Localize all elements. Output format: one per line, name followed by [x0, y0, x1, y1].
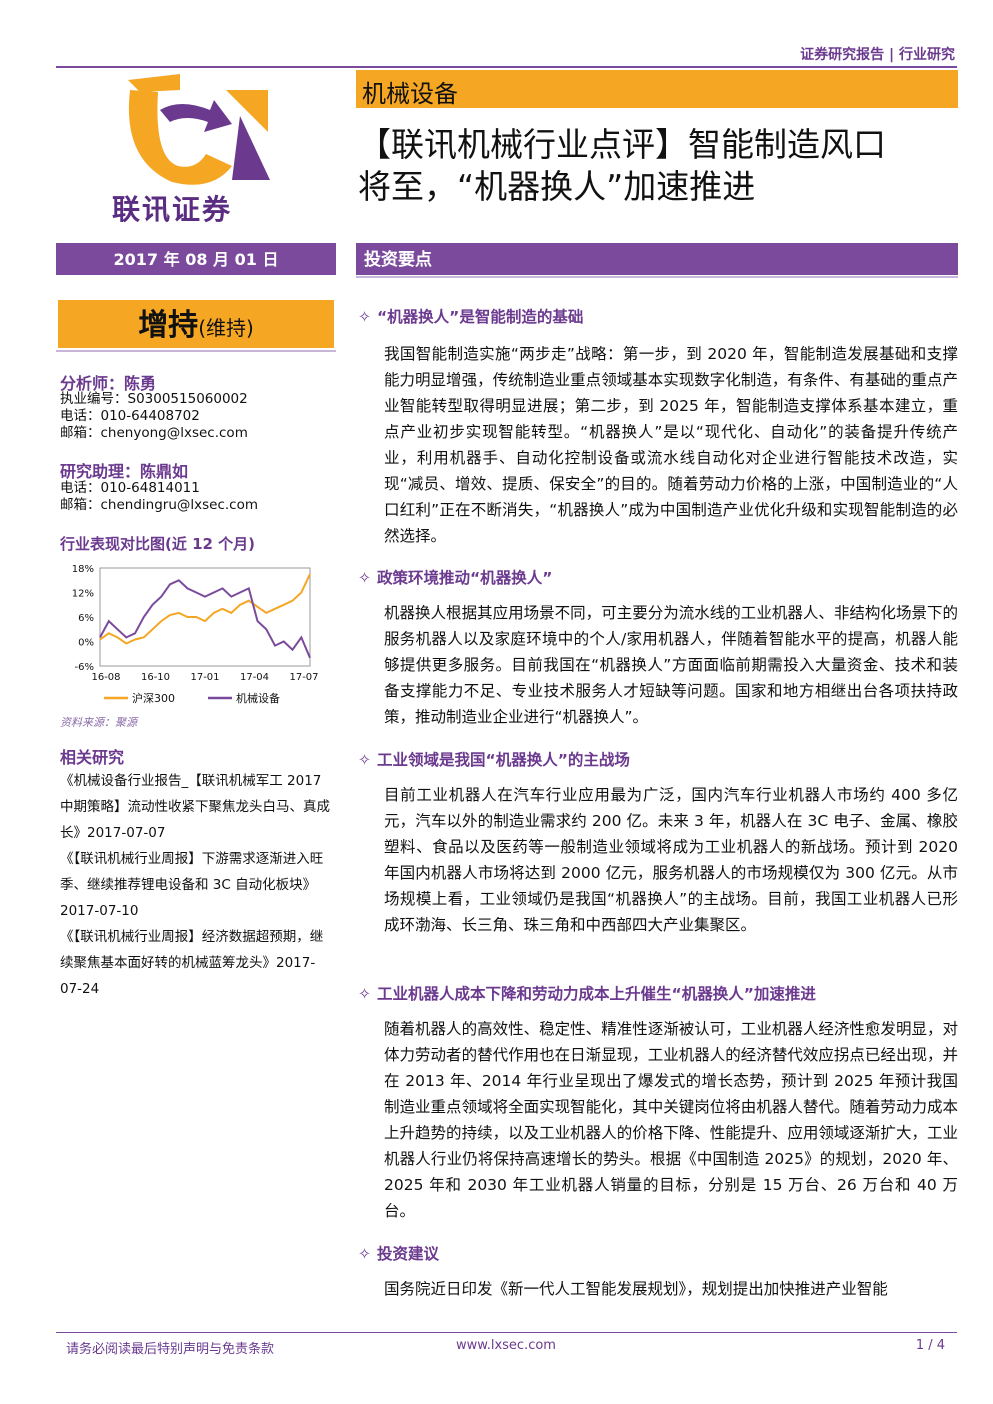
related-item[interactable]: 《【联讯机械行业周报】下游需求逐渐进入旺季、继续推荐锂电设备和 3C 自动化板块…: [60, 851, 324, 919]
y-tick-label: -6%: [75, 662, 94, 673]
chart-source: 资料来源：聚源: [60, 716, 137, 729]
y-tick-label: 6%: [78, 613, 94, 624]
y-tick-label: 12%: [72, 589, 94, 600]
report-date: 2017 年 08 月 01 日: [56, 243, 336, 275]
legend-label: 机械设备: [236, 691, 280, 705]
related-item[interactable]: 《机械设备行业报告_【联讯机械军工 2017 中期策略】流动性收紧下聚焦龙头白马…: [60, 773, 330, 841]
chart-frame: [99, 567, 311, 667]
section-body: 目前工业机器人在汽车行业应用最为广泛，国内汽车行业机器人市场约 400 多亿元，…: [384, 786, 958, 934]
section-banner: 投资要点: [356, 243, 958, 275]
logo-text: 联讯证券: [112, 193, 233, 226]
rating-divider: [56, 350, 336, 352]
section-heading: ✧工业机器人成本下降和劳动力成本上升催生“机器换人”加速推进: [358, 985, 816, 1003]
rating-main: 增持: [138, 308, 199, 343]
legend-label: 沪深300: [132, 691, 175, 705]
industry-banner: 机械设备: [356, 70, 958, 108]
footer-page: 1 / 4: [915, 1338, 945, 1353]
y-tick-label: 0%: [78, 638, 94, 649]
series-line: [99, 573, 311, 645]
x-tick-label: 17-04: [240, 672, 269, 683]
x-tick-label: 17-07: [289, 672, 318, 683]
section-heading: ✧政策环境推动“机器换人”: [358, 569, 553, 587]
section-body: 随着机器人的高效性、稳定性、精准性逐渐被认可，工业机器人经济性愈发明显，对体力劳…: [384, 1020, 958, 1220]
section-title: 投资要点: [364, 250, 432, 270]
diamond-icon: ✧: [358, 308, 371, 326]
section-body: 我国智能制造实施“两步走”战略：第一步，到 2020 年，智能制造发展基础和支撑…: [384, 345, 958, 545]
diamond-icon: ✧: [358, 751, 371, 769]
x-tick-label: 16-08: [91, 672, 120, 683]
section-heading: ✧投资建议: [358, 1245, 440, 1263]
analyst-email[interactable]: 邮箱：chenyong@lxsec.com: [60, 425, 248, 441]
assistant-phone: 电话：010-64814011: [60, 480, 200, 496]
assistant-email[interactable]: 邮箱：chendingru@lxsec.com: [60, 497, 259, 513]
analyst-label: 分析师：陈勇: [60, 374, 157, 393]
x-tick-label: 16-10: [141, 672, 170, 683]
rating-box: 增持(维持): [58, 300, 334, 348]
series-line: [99, 579, 311, 659]
related-list: 《机械设备行业报告_【联讯机械军工 2017 中期策略】流动性收紧下聚焦龙头白马…: [60, 768, 336, 1002]
header-divider: [56, 66, 957, 68]
assistant-label: 研究助理：陈鼎如: [60, 462, 189, 481]
diamond-icon: ✧: [358, 1245, 371, 1263]
section-body: 国务院近日印发《新一代人工智能发展规划》，规划提出加快推进产业智能: [384, 1280, 888, 1298]
performance-chart: 18% 12% 6% 0% -6%16-08 16-10 17-01 17-04 17-07 沪深…: [72, 564, 319, 705]
footer-divider: [56, 1332, 957, 1333]
section-heading: ✧工业领域是我国“机器换人”的主战场: [358, 751, 630, 769]
chart-title: 行业表现对比图(近 12 个月): [60, 535, 256, 553]
related-item[interactable]: 《【联讯机械行业周报】经济数据超预期，继续聚焦基本面好转的机械蓝筹龙头》2017…: [60, 929, 324, 997]
footer-website[interactable]: www.lxsec.com: [456, 1338, 556, 1353]
related-heading: 相关研究: [60, 748, 125, 767]
section-heading: ✧“机器换人”是智能制造的基础: [358, 308, 584, 326]
section-body: 机器换人根据其应用场景不同，可主要分为流水线的工业机器人、非结构化场景下的服务机…: [384, 604, 958, 726]
title-line-1: 【联讯机械行业点评】智能制造风口: [358, 125, 886, 164]
industry-name: 机械设备: [362, 80, 458, 108]
y-tick-label: 18%: [72, 564, 94, 575]
rating-sub: (维持): [198, 316, 254, 340]
diamond-icon: ✧: [358, 569, 371, 587]
report-title: 【联讯机械行业点评】智能制造风口 将至，“机器换人”加速推进: [358, 124, 958, 208]
diamond-icon: ✧: [358, 985, 371, 1003]
title-line-2: 将至，“机器换人”加速推进: [358, 167, 756, 206]
analyst-phone: 电话：010-64408702: [60, 408, 200, 424]
footer-disclaimer[interactable]: 请务必阅读最后特别声明与免责条款: [66, 1342, 275, 1357]
x-tick-label: 17-01: [190, 672, 219, 683]
report-type: 证券研究报告 | 行业研究: [800, 47, 955, 63]
section-divider: [356, 276, 958, 278]
analyst-license: 执业编号：S0300515060002: [60, 391, 248, 407]
company-logo-icon: [128, 74, 270, 185]
